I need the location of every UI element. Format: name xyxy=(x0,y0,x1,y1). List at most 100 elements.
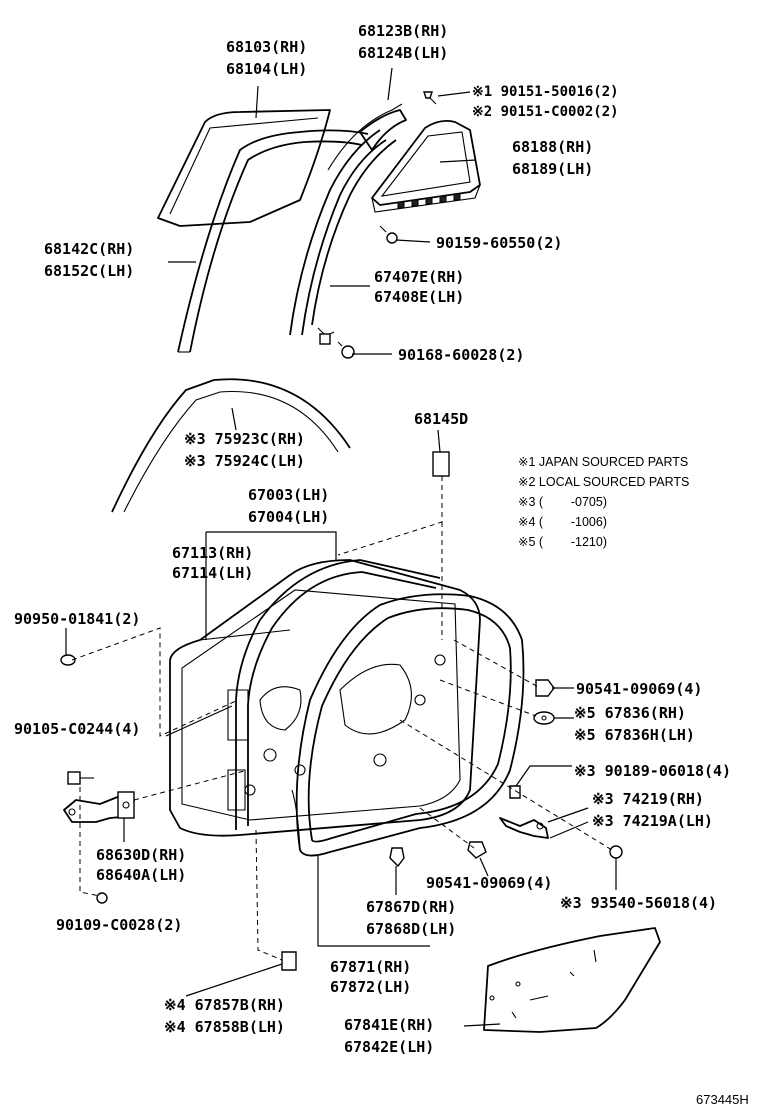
callout-93540: ※3 93540-56018(4) xyxy=(560,894,717,912)
callout-90159: 90159-60550(2) xyxy=(436,234,562,252)
svg-text:※2 90151-C0002(2): ※2 90151-C0002(2) xyxy=(472,104,619,120)
svg-text:※5 67836(RH): ※5 67836(RH) xyxy=(574,704,686,722)
clip-67867d xyxy=(389,847,405,868)
footnote-legend: ※1 JAPAN SOURCED PARTS ※2 LOCAL SOURCED … xyxy=(518,455,689,549)
svg-text:68142C(RH): 68142C(RH) xyxy=(44,240,134,258)
callout-68103: 68103(RH) 68104(LH) xyxy=(226,38,307,78)
svg-text:※5 ( -1210): ※5 ( -1210) xyxy=(518,535,607,549)
svg-text:※3 ( -0705): ※3 ( -0705) xyxy=(518,495,607,509)
callout-74219: ※3 74219(RH) ※3 74219A(LH) xyxy=(592,790,713,830)
division-bar-67407e xyxy=(289,129,397,345)
screw-90151 xyxy=(423,91,437,105)
frame-68123b xyxy=(327,103,407,171)
svg-text:68103(RH): 68103(RH) xyxy=(226,38,307,56)
svg-text:68152C(LH): 68152C(LH) xyxy=(44,262,134,280)
svg-text:90541-09069(4): 90541-09069(4) xyxy=(426,874,552,892)
callout-90189: ※3 90189-06018(4) xyxy=(574,762,731,780)
svg-text:68189(LH): 68189(LH) xyxy=(512,160,593,178)
svg-text:※3 75924C(LH): ※3 75924C(LH) xyxy=(184,452,305,470)
glass-run-68142c xyxy=(177,129,369,353)
svg-text:67842E(LH): 67842E(LH) xyxy=(344,1038,434,1056)
bracket-74219 xyxy=(499,817,549,839)
screw-90159 xyxy=(379,225,398,244)
door-inner-holes xyxy=(244,654,446,796)
svg-text:※3 93540-56018(4): ※3 93540-56018(4) xyxy=(560,894,717,912)
screw-90168 xyxy=(337,341,355,359)
callout-90950: 90950-01841(2) xyxy=(14,610,140,628)
svg-text:※3 74219A(LH): ※3 74219A(LH) xyxy=(592,812,713,830)
svg-text:67004(LH): 67004(LH) xyxy=(248,508,329,526)
callout-90168: 90168-60028(2) xyxy=(398,346,524,364)
callout-68188: 68188(RH) 68189(LH) xyxy=(512,138,593,178)
clip-90541-lower xyxy=(467,841,487,859)
svg-text:68104(LH): 68104(LH) xyxy=(226,60,307,78)
opening-weatherstrip-67871 xyxy=(291,593,525,857)
door-glass-68103 xyxy=(157,109,331,227)
svg-text:※1 90151-50016(2): ※1 90151-50016(2) xyxy=(472,84,619,100)
svg-text:※2 LOCAL SOURCED PARTS: ※2 LOCAL SOURCED PARTS xyxy=(518,475,689,489)
svg-text:※3 74219(RH): ※3 74219(RH) xyxy=(592,790,704,808)
svg-text:67408E(LH): 67408E(LH) xyxy=(374,288,464,306)
door-frame-67113 xyxy=(235,559,441,830)
callout-68145d: 68145D xyxy=(414,410,468,428)
svg-text:※4 67857B(RH): ※4 67857B(RH) xyxy=(164,996,285,1014)
callout-90541-lower: 90541-09069(4) xyxy=(426,874,552,892)
clip-90541-upper xyxy=(535,679,555,697)
svg-text:67872(LH): 67872(LH) xyxy=(330,978,411,996)
svg-text:※4 ( -1006): ※4 ( -1006) xyxy=(518,515,607,529)
svg-text:67113(RH): 67113(RH) xyxy=(172,544,253,562)
screw-93540 xyxy=(609,845,623,859)
callout-67841e: 67841E(RH) 67842E(LH) xyxy=(344,1016,434,1056)
svg-text:※1 JAPAN SOURCED PARTS: ※1 JAPAN SOURCED PARTS xyxy=(518,455,688,469)
svg-text:90541-09069(4): 90541-09069(4) xyxy=(576,680,702,698)
door-hinge-area xyxy=(227,689,249,811)
callout-68123b: 68123B(RH) 68124B(LH) xyxy=(358,22,448,62)
quarter-glass-68188 xyxy=(371,119,481,213)
bolt-90109 xyxy=(96,892,108,904)
figure-number: 673445H xyxy=(696,1092,749,1107)
svg-text:※4 67858B(LH): ※4 67858B(LH) xyxy=(164,1018,285,1036)
callout-67407e: 67407E(RH) 67408E(LH) xyxy=(374,268,464,306)
callout-75923c: ※3 75923C(RH) ※3 75924C(LH) xyxy=(184,430,305,470)
svg-text:67003(LH): 67003(LH) xyxy=(248,486,329,504)
callout-67857b: ※4 67857B(RH) ※4 67858B(LH) xyxy=(164,996,285,1036)
svg-text:67871(RH): 67871(RH) xyxy=(330,958,411,976)
svg-text:67867D(RH): 67867D(RH) xyxy=(366,898,456,916)
hole-plug-90950 xyxy=(60,654,76,666)
callout-90151: ※1 90151-50016(2) ※2 90151-C0002(2) xyxy=(472,84,619,120)
svg-text:※3 90189-06018(4): ※3 90189-06018(4) xyxy=(574,762,731,780)
svg-text:68640A(LH): 68640A(LH) xyxy=(96,866,186,884)
callout-90109: 90109-C0028(2) xyxy=(56,916,182,934)
belt-moulding-75923c xyxy=(111,378,351,513)
svg-text:90105-C0244(4): 90105-C0244(4) xyxy=(14,720,140,738)
svg-text:68630D(RH): 68630D(RH) xyxy=(96,846,186,864)
clip-67836 xyxy=(533,711,555,725)
callout-67113: 67113(RH) 67114(LH) xyxy=(172,544,253,582)
svg-text:68145D: 68145D xyxy=(414,410,468,428)
callout-68142c: 68142C(RH) 68152C(LH) xyxy=(44,240,134,280)
callout-90105: 90105-C0244(4) xyxy=(14,720,140,738)
svg-text:67407E(RH): 67407E(RH) xyxy=(374,268,464,286)
callout-67836: ※5 67836(RH) ※5 67836H(LH) xyxy=(574,704,695,744)
pad-68145d xyxy=(432,451,450,477)
svg-text:※5 67836H(LH): ※5 67836H(LH) xyxy=(574,726,695,744)
leader-lines xyxy=(65,67,617,1027)
svg-text:90950-01841(2): 90950-01841(2) xyxy=(14,610,140,628)
svg-text:67841E(RH): 67841E(RH) xyxy=(344,1016,434,1034)
door-hinge-68630d xyxy=(63,791,135,823)
service-cover-67841e xyxy=(483,927,661,1033)
svg-text:※3 75923C(RH): ※3 75923C(RH) xyxy=(184,430,305,448)
svg-text:68123B(RH): 68123B(RH) xyxy=(358,22,448,40)
quarter-glass-clips xyxy=(397,193,461,209)
svg-text:67868D(LH): 67868D(LH) xyxy=(366,920,456,938)
svg-text:67114(LH): 67114(LH) xyxy=(172,564,253,582)
callout-67867d: 67867D(RH) 67868D(LH) xyxy=(366,898,456,938)
svg-text:90168-60028(2): 90168-60028(2) xyxy=(398,346,524,364)
svg-text:68124B(LH): 68124B(LH) xyxy=(358,44,448,62)
svg-text:90109-C0028(2): 90109-C0028(2) xyxy=(56,916,182,934)
svg-text:68188(RH): 68188(RH) xyxy=(512,138,593,156)
bolt-90105 xyxy=(67,771,94,785)
callout-90541-upper: 90541-09069(4) xyxy=(576,680,702,698)
